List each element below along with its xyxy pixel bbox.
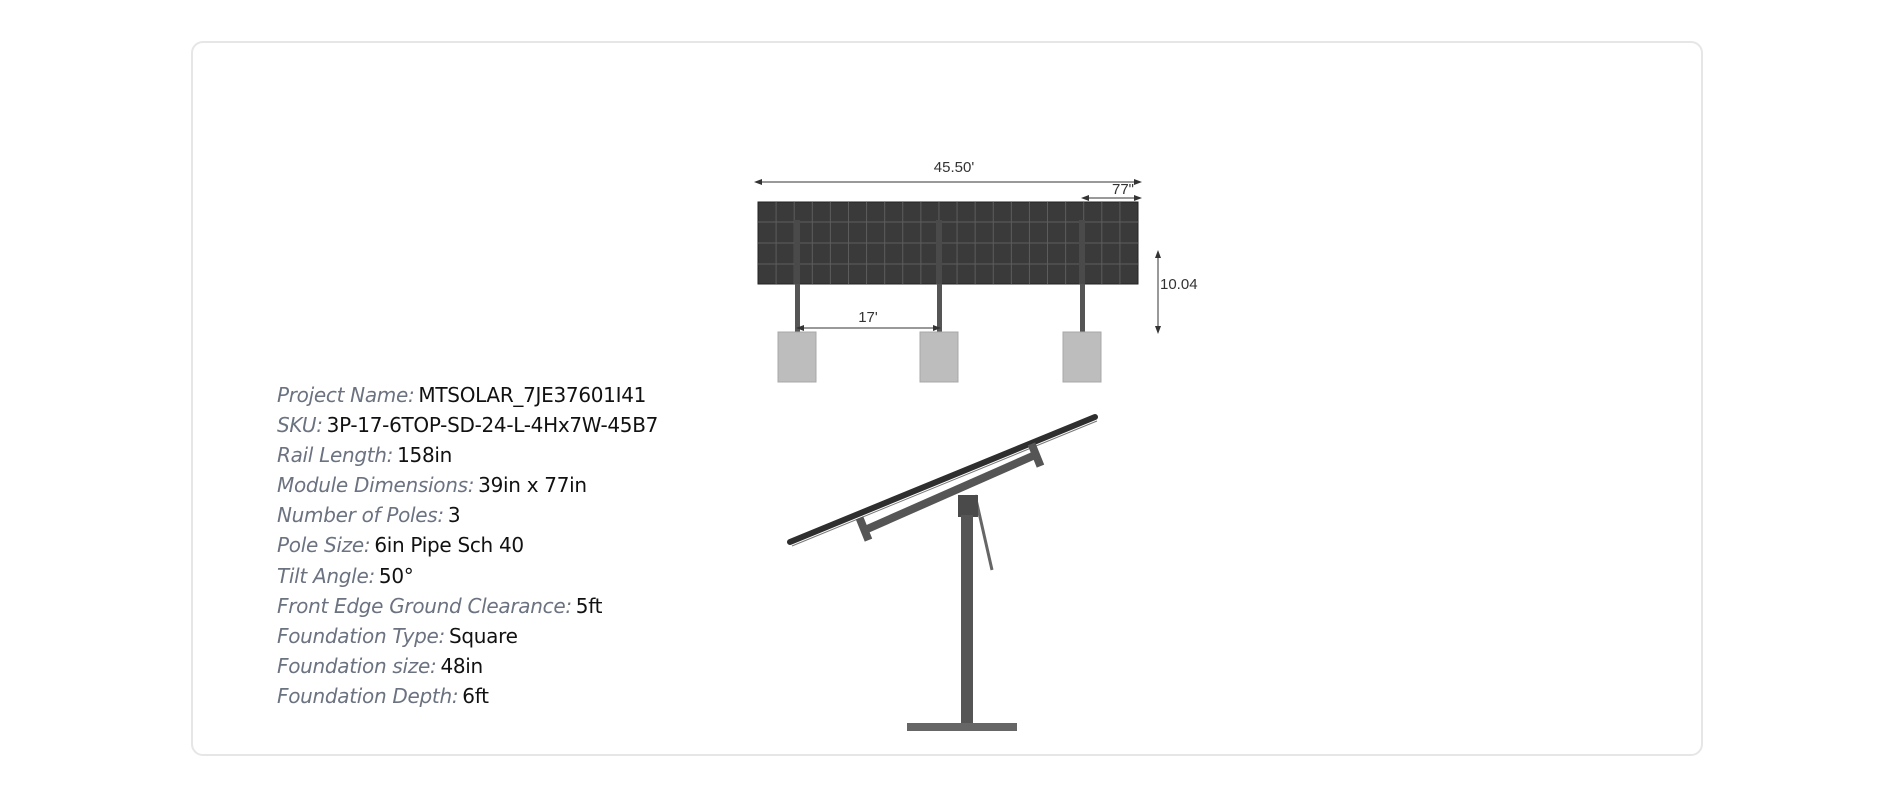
- spec-value: Square: [448, 623, 518, 648]
- side-pole: [961, 515, 973, 725]
- spec-label: SKU:: [277, 413, 323, 438]
- foundation-2: [919, 331, 959, 383]
- spec-label: Foundation size:: [277, 653, 437, 678]
- spec-tilt-angle: Tilt Angle:50°: [277, 561, 837, 591]
- spec-number-of-poles: Number of Poles:3: [277, 500, 837, 530]
- pole-spacing-label: 17': [858, 309, 878, 326]
- spec-value: 3: [447, 503, 461, 528]
- pole-3: [1079, 220, 1085, 332]
- spec-list: Project Name:MTSOLAR_7JE37601I41 SKU:3P-…: [277, 380, 837, 711]
- spec-label: Rail Length:: [277, 443, 394, 468]
- pole-1: [794, 220, 800, 332]
- spec-label: Foundation Depth:: [277, 683, 459, 708]
- side-elevation-diagram: [787, 414, 1098, 731]
- module-width-label: 77": [1112, 181, 1134, 198]
- spec-front-edge-ground-clearance: Front Edge Ground Clearance:5ft: [277, 591, 837, 621]
- support-arm: [855, 442, 1045, 542]
- spec-label: Module Dimensions:: [277, 473, 475, 498]
- spec-rail-length: Rail Length:158in: [277, 440, 837, 470]
- spec-label: Project Name:: [277, 383, 415, 407]
- spec-label: Foundation Type:: [277, 623, 445, 648]
- spec-foundation-size: Foundation size:48in: [277, 651, 837, 681]
- foundation-1: [777, 331, 817, 383]
- side-base: [907, 723, 1017, 731]
- spec-value: 6ft: [462, 683, 489, 708]
- spec-module-dimensions: Module Dimensions:39in x 77in: [277, 470, 837, 500]
- spec-label: Pole Size:: [277, 533, 371, 558]
- spec-value: 3P-17-6TOP-SD-24-L-4Hx7W-45B7: [326, 413, 659, 438]
- spec-label: Front Edge Ground Clearance:: [277, 593, 572, 618]
- spec-foundation-depth: Foundation Depth:6ft: [277, 681, 837, 711]
- height-label: 10.04: [1160, 276, 1198, 293]
- spec-value: 158in: [397, 443, 453, 468]
- front-elevation-diagram: 45.50' 77" 17' 10.04: [754, 159, 1198, 383]
- spec-value: MTSOLAR_7JE37601I41: [418, 383, 647, 407]
- overall-length-label: 45.50': [934, 159, 975, 176]
- spec-value: 5ft: [575, 593, 603, 618]
- spec-value: 6in Pipe Sch 40: [374, 533, 524, 558]
- spec-label: Number of Poles:: [277, 503, 444, 528]
- tilted-panel: [787, 414, 1098, 547]
- spec-pole-size: Pole Size:6in Pipe Sch 40: [277, 530, 837, 560]
- spec-project-name: Project Name:MTSOLAR_7JE37601I41: [277, 380, 837, 410]
- spec-foundation-type: Foundation Type:Square: [277, 621, 837, 651]
- spec-value: 48in: [440, 653, 483, 678]
- mount-head: [958, 495, 978, 517]
- spec-sku: SKU:3P-17-6TOP-SD-24-L-4Hx7W-45B7: [277, 410, 837, 440]
- spec-value: 39in x 77in: [478, 473, 587, 498]
- product-card: [191, 41, 1703, 756]
- foundation-3: [1062, 331, 1102, 383]
- spec-label: Tilt Angle:: [277, 563, 375, 588]
- spec-value: 50°: [378, 563, 414, 588]
- pole-2: [936, 220, 942, 332]
